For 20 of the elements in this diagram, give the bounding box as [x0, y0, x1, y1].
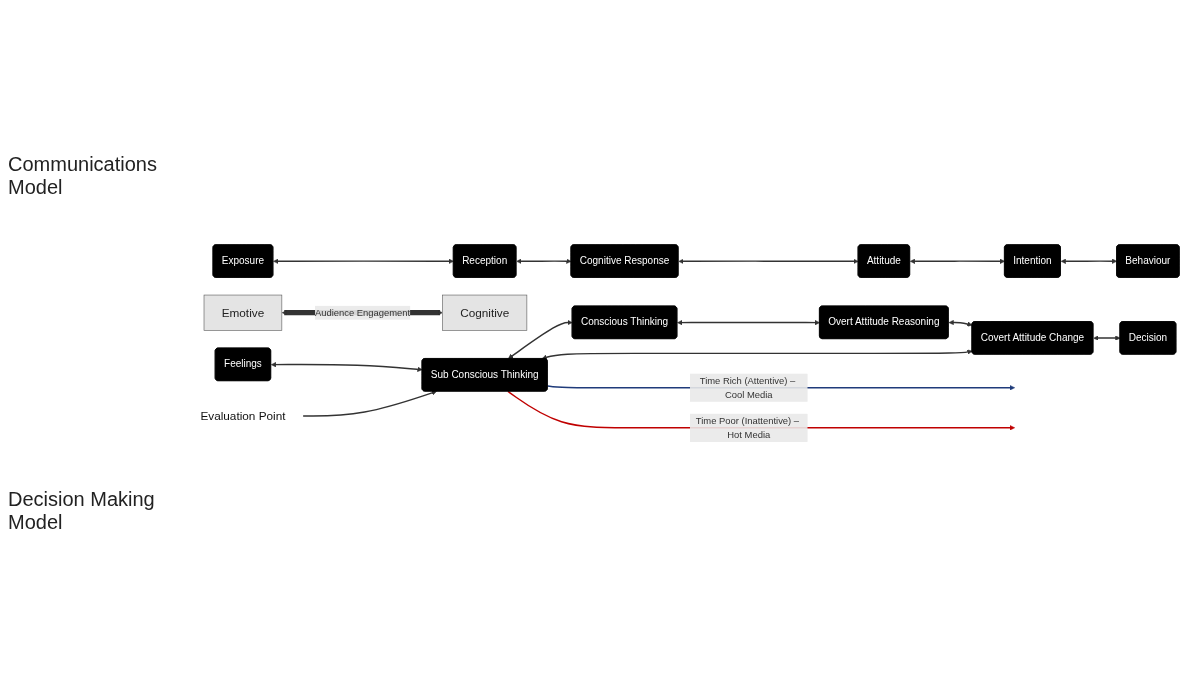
node-box: Cognitive: [442, 294, 528, 331]
node-text: Evaluation Point: [200, 409, 286, 423]
edge-label: Time Poor (Inattentive) – Hot Media: [695, 415, 800, 440]
arrow: [302, 390, 437, 417]
arrow: [1093, 335, 1121, 341]
edge-label: Time Rich (Attentive) – Cool Media: [699, 375, 796, 400]
edge-label: Audience Engagement: [314, 307, 411, 318]
node-box: Emotive: [203, 294, 283, 331]
row-label: Communications Model: [8, 152, 158, 199]
arrow: [541, 349, 973, 360]
arrow: [678, 258, 859, 264]
arrow: [909, 258, 1005, 264]
arrow: [677, 319, 820, 325]
row-label: Decision Making Model: [8, 487, 156, 534]
arrow: [270, 361, 423, 372]
arrow: [1060, 258, 1118, 264]
arrow: [948, 319, 973, 327]
arrow: [273, 258, 454, 264]
arrow: [516, 258, 572, 264]
arrow: [508, 319, 573, 359]
